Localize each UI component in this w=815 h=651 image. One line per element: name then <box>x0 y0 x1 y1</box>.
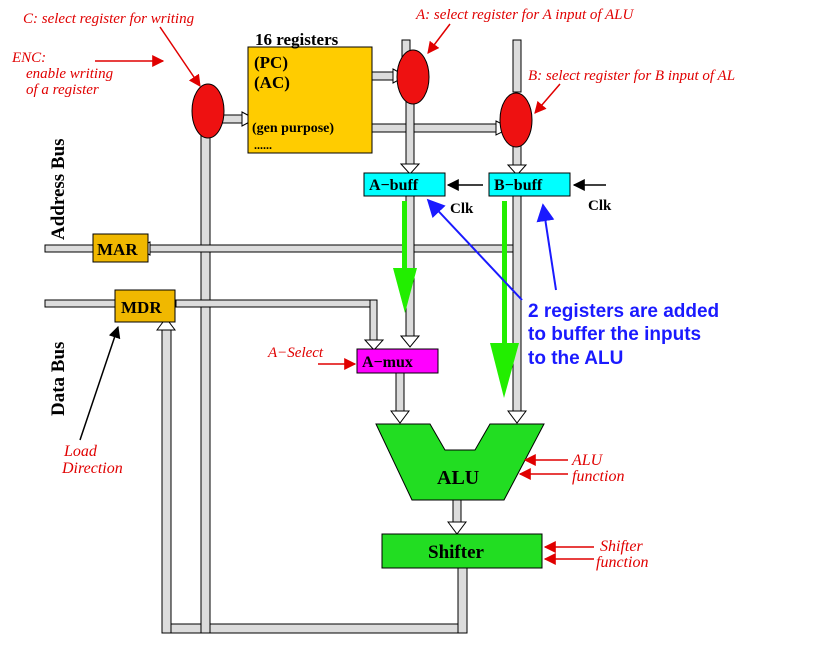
shifter-function-line1: Shifter <box>600 538 643 555</box>
green-arrow-a <box>393 201 417 313</box>
shifter-label: Shifter <box>428 542 485 563</box>
registers-title: 16 registers <box>255 30 339 49</box>
mdr-box <box>114 289 176 323</box>
reg-pc: (PC) <box>254 53 288 72</box>
b-buff-box <box>488 172 571 197</box>
enc-line2: enable writing <box>26 66 114 82</box>
b-select-reg-arrow <box>534 83 561 114</box>
load-line2: Direction <box>61 460 123 477</box>
note-arrow-a <box>426 198 523 301</box>
load-line1: Load <box>63 443 98 460</box>
clk-a-label: Clk <box>450 201 474 217</box>
mar-label: MAR <box>97 240 138 259</box>
a-buff-label: A−buff <box>369 177 419 194</box>
shifter-function-line2: function <box>596 554 648 571</box>
enc-line1: ENC: <box>11 50 46 66</box>
alu-function-line2: function <box>572 468 624 485</box>
green-arrow-b <box>490 201 519 398</box>
note-line2: to buffer the inputs <box>528 324 701 345</box>
load-direction-arrow <box>79 325 121 441</box>
a-mux-box <box>356 348 439 374</box>
reg-gen: (gen purpose) <box>252 121 334 136</box>
note-arrow-b <box>536 203 557 291</box>
a-mux-label: A−mux <box>362 354 413 371</box>
alu-shape <box>375 423 545 501</box>
note-line1: 2 registers are added <box>528 301 719 322</box>
registers-box <box>247 46 373 154</box>
a-select-reg-label: A: select register for A input of ALU <box>415 7 635 23</box>
c-select-label: C: select register for writing <box>23 11 195 27</box>
alu-label: ALU <box>437 467 479 489</box>
address-bus-label: Address Bus <box>48 138 69 240</box>
alu-function-line1: ALU <box>571 452 604 469</box>
a-buff-box <box>363 172 446 197</box>
shifter-box <box>381 533 543 569</box>
c-selector <box>191 83 225 139</box>
clk-b-label: Clk <box>588 198 612 214</box>
a-selector <box>396 49 430 105</box>
mar-box <box>92 233 149 263</box>
b-select-reg-label: B: select register for B input of AL <box>528 68 735 84</box>
reg-dots: ...... <box>254 138 272 152</box>
enc-line3: of a register <box>26 82 99 98</box>
b-buff-label: B−buff <box>494 177 543 194</box>
a-select-reg-arrow <box>427 23 451 54</box>
mdr-label: MDR <box>121 298 162 317</box>
reg-ac: (AC) <box>254 73 290 92</box>
data-bus-label: Data Bus <box>48 342 69 416</box>
b-selector <box>499 92 533 148</box>
c-select-arrow <box>159 26 201 87</box>
a-select-label: A−Select <box>267 345 324 361</box>
note-line3: to the ALU <box>528 348 623 369</box>
